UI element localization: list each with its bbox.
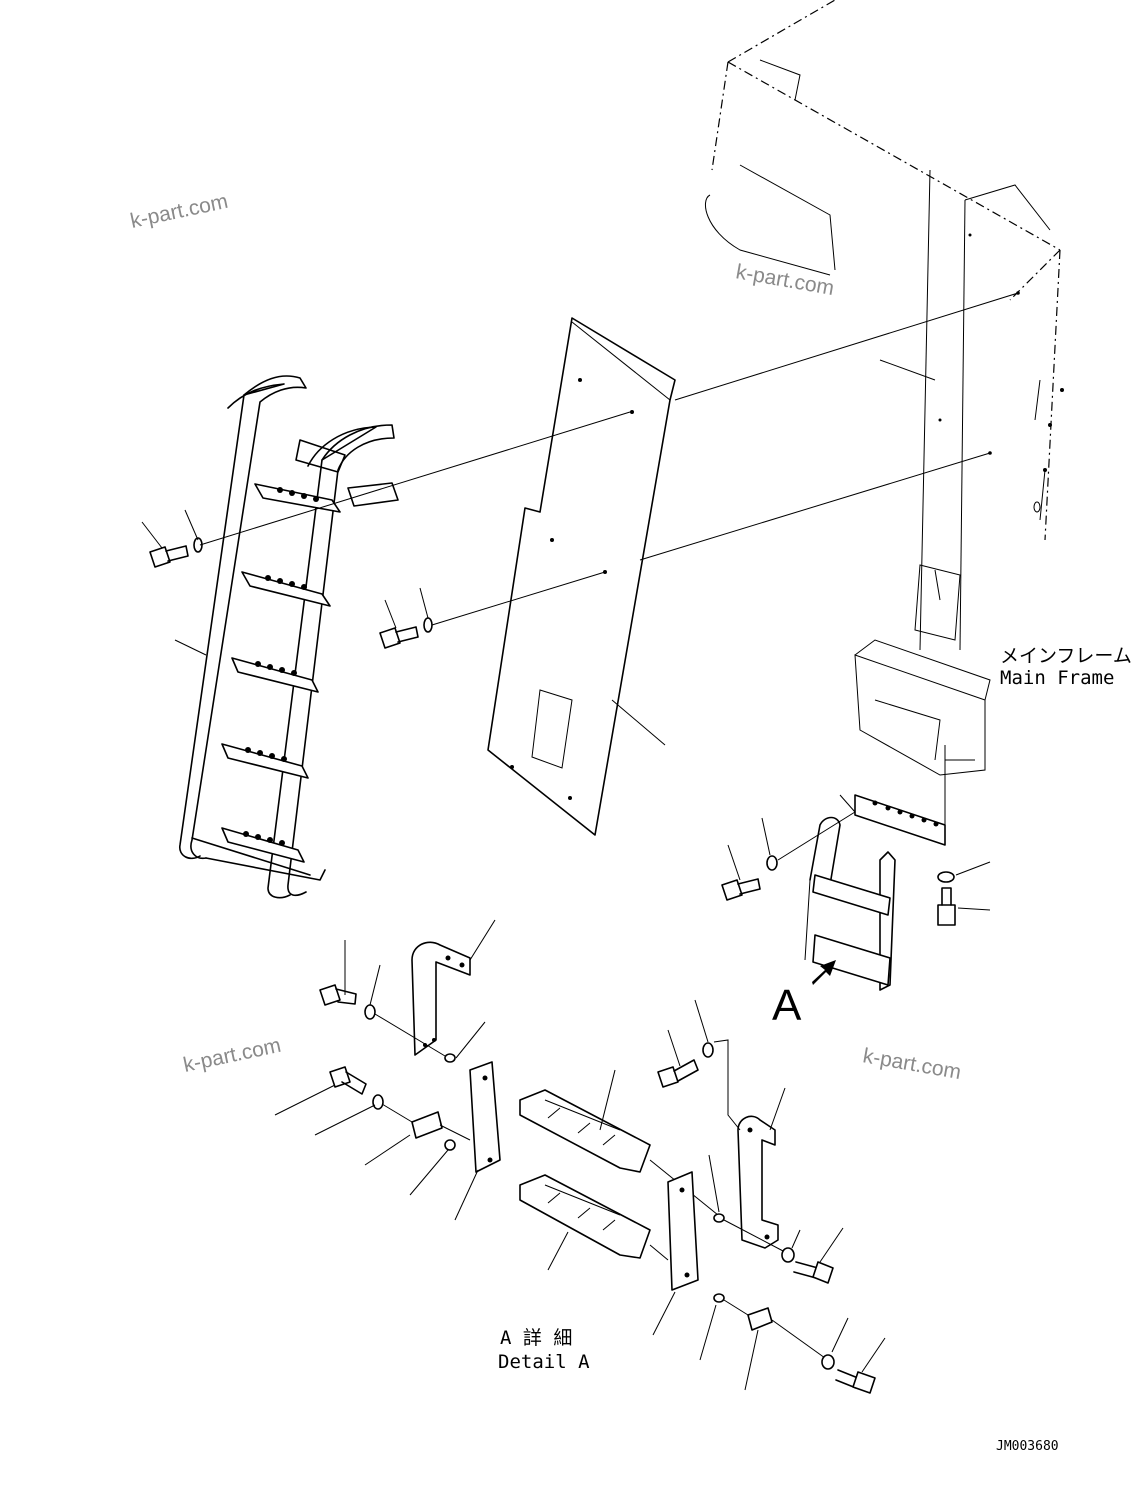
detail-a [274,919,886,1394]
main-frame-label-en: Main Frame [1000,667,1114,689]
watermark-text: k-part.com [181,1034,283,1077]
watermark-text: k-part.com [734,260,836,300]
main-frame-label-jp: メインフレーム [1000,645,1132,667]
watermark-text: k-part.com [861,1044,963,1084]
main-frame [704,0,1064,776]
hardware-upper [141,292,1019,649]
cover-panel [487,317,676,836]
view-marker-a: A [772,981,802,1030]
arrow-icon [812,960,836,985]
watermark-text: k-part.com [128,190,230,233]
detail-label-en: Detail A [498,1351,590,1373]
detail-label-jp: A 詳 細 [500,1327,572,1349]
step-assembly [721,745,991,991]
drawing-code: JM003680 [996,1439,1059,1454]
ladder [174,375,399,899]
